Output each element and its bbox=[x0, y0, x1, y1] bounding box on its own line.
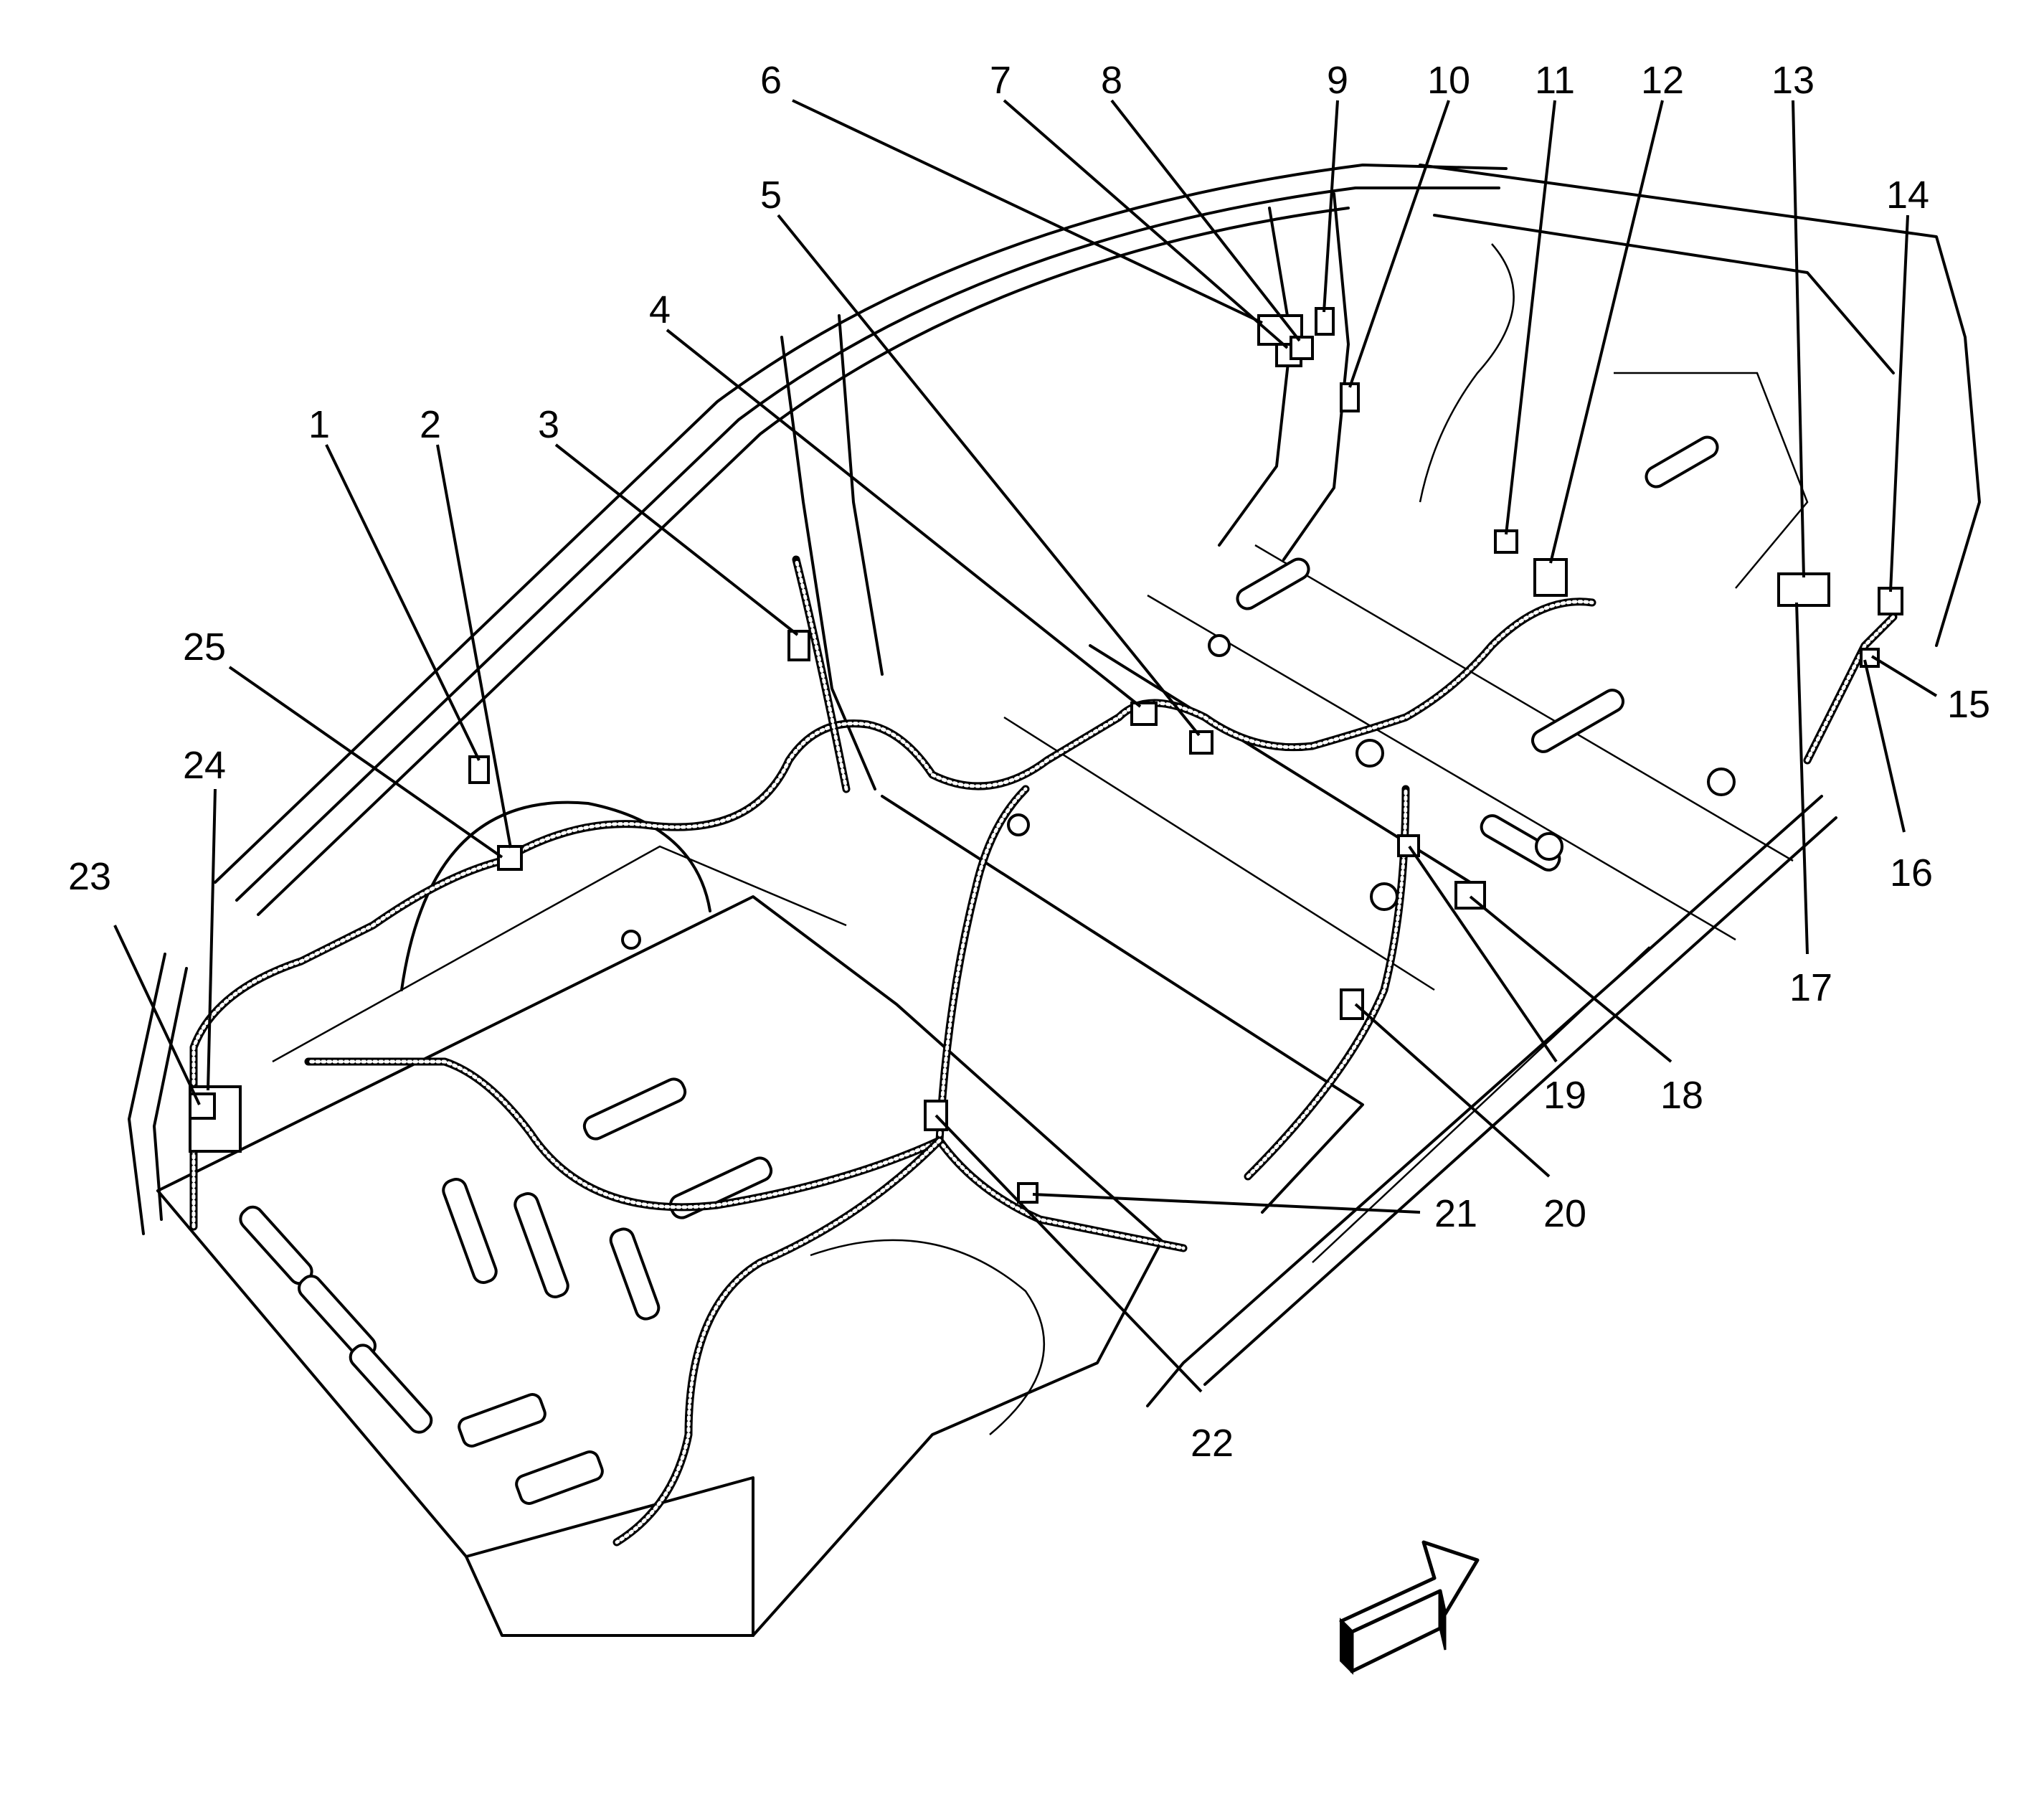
leader-14 bbox=[1889, 214, 1909, 593]
leader-3 bbox=[554, 443, 799, 636]
leader-16 bbox=[1863, 659, 1906, 833]
callout-6: 6 bbox=[760, 59, 782, 102]
connector-2 bbox=[497, 845, 523, 871]
leader-19 bbox=[1408, 845, 1558, 1063]
callout-24: 24 bbox=[183, 744, 226, 787]
leader-6 bbox=[792, 99, 1263, 324]
callout-7: 7 bbox=[990, 59, 1011, 102]
leader-17 bbox=[1795, 602, 1809, 955]
callout-15: 15 bbox=[1947, 683, 1990, 726]
connectors bbox=[189, 307, 1903, 1204]
callout-5: 5 bbox=[760, 174, 782, 217]
connector-1 bbox=[468, 755, 490, 784]
leader-1 bbox=[325, 444, 481, 761]
connector-10 bbox=[1340, 382, 1360, 412]
connector-3 bbox=[787, 630, 810, 661]
callout-20: 20 bbox=[1543, 1192, 1586, 1235]
callout-10: 10 bbox=[1427, 59, 1470, 102]
callout-4: 4 bbox=[649, 288, 671, 331]
leader-13 bbox=[1792, 100, 1805, 578]
leader-9 bbox=[1323, 100, 1339, 313]
callout-13: 13 bbox=[1771, 59, 1814, 102]
leader-25 bbox=[228, 666, 503, 859]
leader-7 bbox=[1003, 99, 1289, 349]
callout-25: 25 bbox=[183, 625, 226, 669]
connector-13 bbox=[1777, 572, 1830, 607]
connector-4 bbox=[1130, 702, 1158, 726]
callout-8: 8 bbox=[1101, 59, 1122, 102]
leader-23 bbox=[113, 925, 201, 1105]
callout-21: 21 bbox=[1434, 1192, 1477, 1235]
callout-19: 19 bbox=[1543, 1074, 1586, 1117]
callout-11: 11 bbox=[1535, 59, 1575, 102]
connector-5 bbox=[1189, 730, 1213, 755]
callout-labels: 1 2 3 4 5 6 7 8 9 10 11 12 13 14 15 16 1… bbox=[68, 59, 1990, 1465]
connector-20 bbox=[1340, 988, 1364, 1020]
leader-18 bbox=[1469, 895, 1672, 1063]
callout-17: 17 bbox=[1789, 966, 1832, 1009]
leader-8 bbox=[1110, 99, 1301, 342]
leader-22 bbox=[935, 1114, 1203, 1393]
callout-1: 1 bbox=[308, 403, 330, 446]
callout-16: 16 bbox=[1890, 851, 1933, 894]
connector-21 bbox=[1017, 1182, 1038, 1204]
leader-4 bbox=[666, 329, 1142, 708]
callout-23: 23 bbox=[68, 855, 111, 898]
leader-20 bbox=[1354, 1003, 1551, 1178]
leader-12 bbox=[1549, 100, 1664, 564]
wiring-harness bbox=[189, 555, 1898, 1547]
callout-9: 9 bbox=[1327, 59, 1348, 102]
connector-8 bbox=[1290, 336, 1314, 360]
floor-stampings bbox=[239, 435, 1736, 1505]
front-direction-arrow-icon bbox=[1339, 1540, 1480, 1675]
leader-lines bbox=[113, 99, 1938, 1393]
leader-15 bbox=[1870, 655, 1938, 697]
callout-18: 18 bbox=[1660, 1074, 1703, 1117]
callout-3: 3 bbox=[538, 403, 559, 446]
connector-14 bbox=[1878, 587, 1903, 615]
leader-5 bbox=[777, 214, 1201, 737]
leader-21 bbox=[1032, 1193, 1421, 1214]
connector-23 bbox=[189, 1092, 216, 1120]
callout-14: 14 bbox=[1886, 174, 1929, 217]
leader-11 bbox=[1505, 100, 1556, 535]
leader-24 bbox=[207, 788, 217, 1091]
connector-12 bbox=[1533, 558, 1568, 597]
callout-22: 22 bbox=[1191, 1422, 1234, 1465]
leader-2 bbox=[436, 444, 512, 849]
connector-19 bbox=[1397, 834, 1420, 857]
callout-2: 2 bbox=[420, 403, 441, 446]
callout-12: 12 bbox=[1641, 59, 1684, 102]
connector-9 bbox=[1315, 307, 1335, 336]
leader-10 bbox=[1348, 100, 1450, 388]
